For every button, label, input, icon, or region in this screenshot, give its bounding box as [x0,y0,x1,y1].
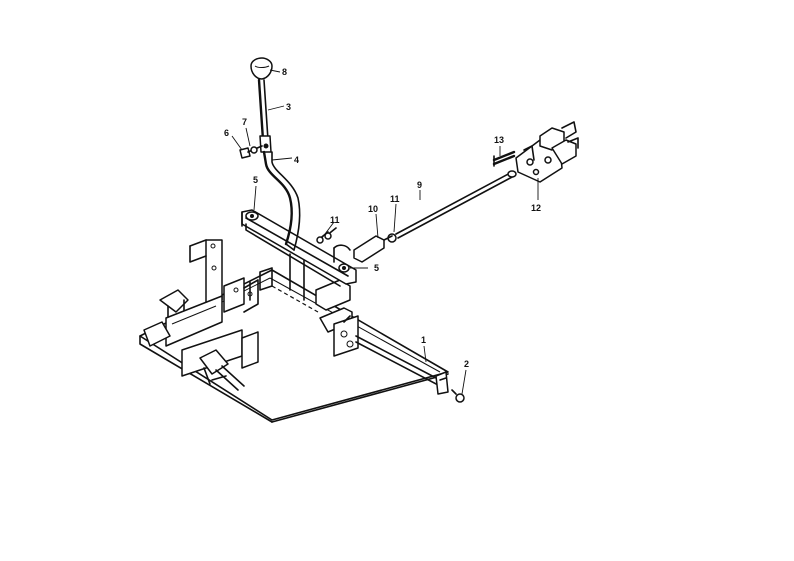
left-brackets [143,239,273,391]
callout-1: 1 [421,335,426,345]
control-valve [515,121,579,183]
link-10 [333,233,397,263]
callout-13: 13 [494,135,504,145]
callout-9: 9 [417,180,422,190]
callout-8: 8 [282,67,287,77]
clip-2 [451,389,465,403]
base-plate [139,269,449,423]
callout-10: 10 [368,204,378,214]
callout-6: 6 [224,128,229,138]
lever-hardware [239,145,263,159]
callout-5b: 5 [374,263,379,273]
pins-11 [316,227,337,244]
cross-shaft [241,209,357,287]
control-rod [395,170,517,239]
callout-11a: 11 [330,215,340,225]
part-13 [492,150,516,167]
callout-5a: 5 [253,175,258,185]
callout-11b: 11 [390,194,400,204]
callout-leaders [231,69,539,395]
center-mount [271,253,359,357]
shift-lever [250,57,301,251]
lower-rod [355,335,449,395]
callout-labels: 8 3 7 6 4 5 13 9 11 10 12 11 5 1 2 [224,67,541,369]
callout-4: 4 [294,155,299,165]
callout-7: 7 [242,117,247,127]
callout-12: 12 [531,203,541,213]
callout-2: 2 [464,359,469,369]
callout-3: 3 [286,102,291,112]
